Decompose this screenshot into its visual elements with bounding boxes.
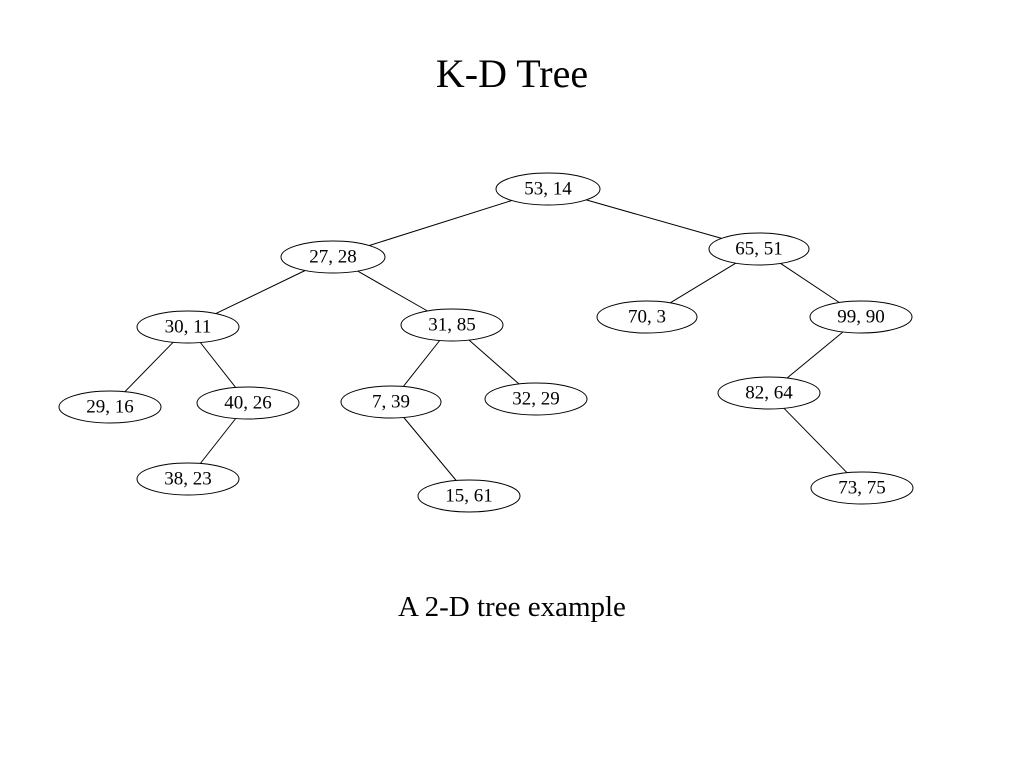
node-label: 65, 51 (735, 239, 783, 260)
edge-n82_64-n73_75 (783, 407, 848, 474)
edge-n31_85-n32_29 (468, 339, 520, 385)
node-ellipse (484, 382, 588, 416)
edge-n53_14-n65_51 (586, 199, 722, 239)
tree-node-n53_14: 53, 14 (495, 172, 601, 206)
edge-n65_51-n70_3 (670, 262, 736, 304)
edge-n7_39-n15_61 (403, 417, 457, 481)
edge-n40_26-n38_23 (199, 418, 237, 464)
node-ellipse (596, 300, 698, 334)
node-ellipse (196, 386, 300, 420)
tree-node-n73_75: 73, 75 (810, 471, 914, 505)
node-label: 29, 16 (86, 397, 134, 418)
node-label: 40, 26 (224, 393, 272, 414)
tree-edges (124, 199, 848, 481)
edge-n27_28-n30_11 (215, 270, 306, 315)
node-ellipse (136, 462, 240, 496)
tree-node-n38_23: 38, 23 (136, 462, 240, 496)
node-ellipse (810, 471, 914, 505)
tree-node-n31_85: 31, 85 (400, 308, 504, 342)
node-ellipse (495, 172, 601, 206)
tree-node-n82_64: 82, 64 (717, 376, 821, 410)
node-ellipse (136, 310, 240, 344)
edge-n27_28-n31_85 (357, 270, 428, 312)
tree-node-n40_26: 40, 26 (196, 386, 300, 420)
node-label: 38, 23 (164, 469, 212, 490)
edge-n53_14-n27_28 (369, 200, 512, 246)
tree-node-n32_29: 32, 29 (484, 382, 588, 416)
node-label: 27, 28 (309, 247, 357, 268)
tree-node-n99_90: 99, 90 (809, 300, 913, 334)
tree-node-n15_61: 15, 61 (417, 479, 521, 513)
edge-n65_51-n99_90 (780, 262, 840, 303)
node-ellipse (58, 390, 162, 424)
tree-node-n27_28: 27, 28 (280, 240, 386, 274)
node-ellipse (400, 308, 504, 342)
slide-title: K-D Tree (435, 51, 589, 96)
node-label: 82, 64 (745, 383, 793, 404)
tree-node-n7_39: 7, 39 (340, 385, 442, 419)
node-ellipse (809, 300, 913, 334)
node-ellipse (417, 479, 521, 513)
node-ellipse (717, 376, 821, 410)
node-label: 99, 90 (837, 307, 885, 328)
tree-node-n30_11: 30, 11 (136, 310, 240, 344)
edge-n99_90-n82_64 (786, 331, 844, 379)
edge-n30_11-n40_26 (199, 342, 237, 388)
tree-node-n70_3: 70, 3 (596, 300, 698, 334)
node-ellipse (280, 240, 386, 274)
node-label: 15, 61 (445, 486, 493, 507)
tree-node-n29_16: 29, 16 (58, 390, 162, 424)
node-label: 32, 29 (512, 389, 560, 410)
node-label: 70, 3 (628, 307, 666, 328)
node-label: 53, 14 (524, 179, 572, 200)
node-ellipse (340, 385, 442, 419)
node-label: 73, 75 (838, 478, 886, 499)
tree-node-n65_51: 65, 51 (708, 232, 810, 266)
node-ellipse (708, 232, 810, 266)
node-label: 30, 11 (165, 317, 212, 338)
edge-n30_11-n29_16 (124, 341, 174, 393)
tree-nodes: 53, 14 27, 28 65, 51 30, 11 31, 85 70, 3 99, 9… (58, 172, 914, 513)
edge-n31_85-n7_39 (402, 340, 441, 387)
diagram-caption: A 2-D tree example (398, 591, 626, 623)
node-label: 31, 85 (428, 315, 476, 336)
node-label: 7, 39 (372, 392, 410, 413)
